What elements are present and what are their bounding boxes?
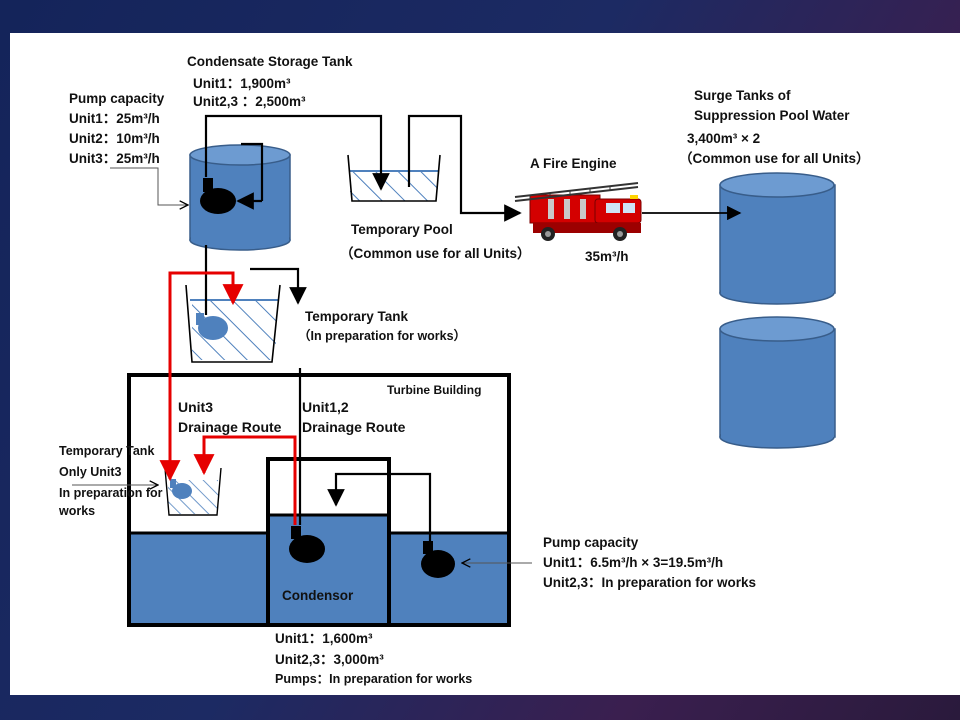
pump-capacity-right-unit1: Unit1：6.5m³/h × 3=19.5m³/h <box>543 555 724 570</box>
condensate-tank-unit23: Unit2,3 ：2,500m³ <box>193 94 306 109</box>
surge-tanks-title-1: Surge Tanks of <box>694 88 791 103</box>
temporary-pool-title: Temporary Pool <box>351 222 453 237</box>
temp-tank-unit3-line3: In preparation for <box>59 486 163 500</box>
surge-tanks-note: （Common use for all Units） <box>679 151 870 166</box>
unit3-route-line2: Drainage Route <box>178 419 282 435</box>
condensate-storage-tank <box>189 144 291 251</box>
slide-canvas: Condensate Storage Tank Unit1：1,900m³ Un… <box>10 33 960 695</box>
temporary-pool-note: （Common use for all Units） <box>340 246 531 261</box>
flow-line-into-temp-tank <box>250 267 307 305</box>
temporary-tank-unit3 <box>164 467 222 516</box>
pump-capacity-left-unit2: Unit2：10m³/h <box>69 131 160 146</box>
temp-tank-unit3-line4: works <box>59 504 96 518</box>
condensate-tank-pump <box>200 178 236 214</box>
condensate-tank-unit1: Unit1：1,900m³ <box>193 76 291 91</box>
condensor-title: Condensor <box>282 588 354 603</box>
right-pump <box>421 541 455 578</box>
unit12-route-line2: Drainage Route <box>302 419 406 435</box>
pointer-pump-capacity-left <box>110 167 188 205</box>
flow-line-right-pump <box>327 472 432 541</box>
surge-tanks-title-2: Suppression Pool Water <box>694 108 850 123</box>
diagram-graphics <box>72 114 836 627</box>
fire-engine-rate: 35m³/h <box>585 249 629 264</box>
surge-tanks-capacity: 3,400m³ × 2 <box>687 131 761 146</box>
surge-tank-lower <box>719 316 836 449</box>
temporary-tank-note: （In preparation for works） <box>298 329 467 343</box>
pump-capacity-right-unit23: Unit2,3：In preparation for works <box>543 575 757 590</box>
temp-tank-unit3-line2: Only Unit3 <box>59 465 122 479</box>
unit3-route-line1: Unit3 <box>178 399 213 415</box>
pump-capacity-left-unit1: Unit1：25m³/h <box>69 111 160 126</box>
temporary-pool <box>347 154 441 202</box>
drain-route-unit12 <box>193 435 297 525</box>
fire-engine <box>514 182 642 241</box>
condensor-pump <box>289 526 325 563</box>
condensor-unit23: Unit2,3：3,000m³ <box>275 652 384 667</box>
flow-line-pool-to-engine <box>407 114 522 222</box>
temporary-tank-title: Temporary Tank <box>305 309 409 324</box>
flow-line-tank-to-pool <box>204 114 390 191</box>
surge-tank-upper <box>719 172 836 305</box>
flow-line-return-top <box>241 142 264 201</box>
turbine-building-title: Turbine Building <box>387 383 482 397</box>
temp-tank-unit3-line1: Temporary Tank <box>59 444 155 458</box>
pump-capacity-left-title: Pump capacity <box>69 91 165 106</box>
condensor-outline <box>266 457 391 627</box>
unit12-route-line1: Unit1,2 <box>302 399 349 415</box>
condensate-tank-title: Condensate Storage Tank <box>187 54 353 69</box>
pump-capacity-left-unit3: Unit3：25m³/h <box>69 151 160 166</box>
fire-engine-title: A Fire Engine <box>530 156 617 171</box>
pump-capacity-right-title: Pump capacity <box>543 535 639 550</box>
condensor-pumps: Pumps：In preparation for works <box>275 672 473 686</box>
condensor-unit1: Unit1：1,600m³ <box>275 631 373 646</box>
